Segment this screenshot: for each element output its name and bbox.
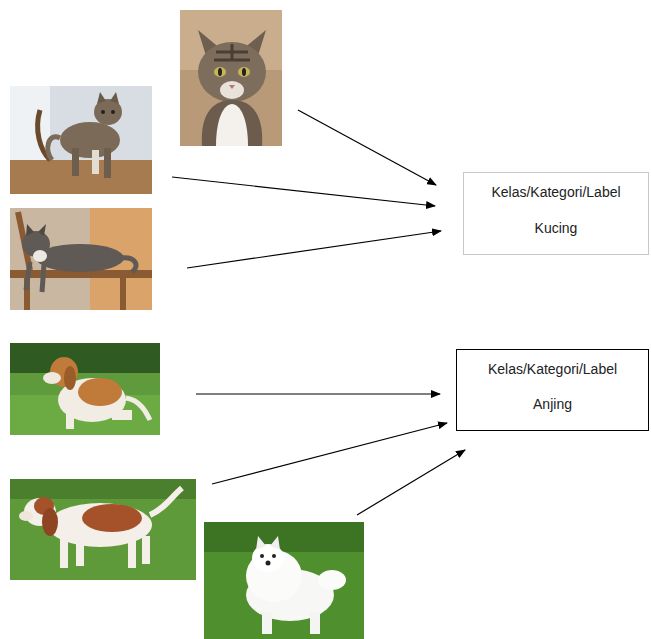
dog-photo — [204, 522, 364, 639]
class-box: Kelas/Kategori/LabelKucing — [463, 172, 649, 255]
class-heading: Kelas/Kategori/Label — [488, 360, 617, 378]
cat-photo — [10, 208, 152, 310]
cat-photo — [10, 86, 152, 194]
class-box: Kelas/Kategori/LabelAnjing — [456, 349, 649, 431]
class-name: Anjing — [533, 395, 572, 413]
arrow — [172, 110, 465, 515]
dog-photo — [10, 343, 160, 435]
cat-photo — [180, 10, 282, 146]
class-name: Kucing — [535, 219, 578, 237]
class-heading: Kelas/Kategori/Label — [491, 183, 620, 201]
dog-photo — [10, 479, 196, 580]
